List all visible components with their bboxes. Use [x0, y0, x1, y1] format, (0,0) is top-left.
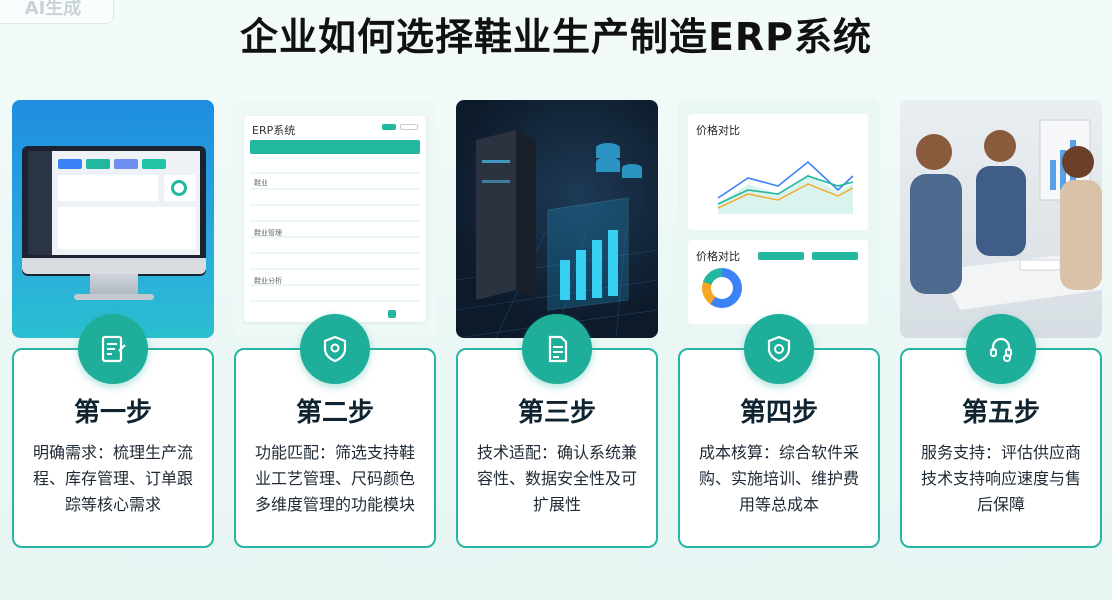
step-title: 第三步	[517, 398, 596, 428]
step-title: 第二步	[295, 398, 374, 428]
side-label-2: 鞋业管理	[254, 229, 282, 237]
charts-illustration: 价格对比 价格对比	[678, 100, 880, 338]
shield-check-icon	[744, 314, 814, 384]
donut-chart	[702, 268, 742, 308]
step-title: 第四步	[739, 398, 818, 428]
side-label-3: 鞋业分析	[254, 277, 282, 285]
document-list-icon	[522, 314, 592, 384]
dashboard-screen	[28, 151, 200, 255]
chart-title: 价格对比	[696, 250, 740, 263]
step-card-3: 第三步 技术适配：确认系统兼容性、数据安全性及可扩展性	[456, 100, 658, 550]
erp-sheet: ERP系统 鞋业 鞋业管理 鞋业分析	[244, 116, 426, 322]
monitor-illustration	[12, 100, 214, 338]
monitor-stand	[90, 274, 138, 296]
step-title: 第五步	[961, 398, 1040, 428]
steps-row: 第一步 明确需求：梳理生产流程、库存管理、订单跟踪等核心需求 ERP系统 鞋业 …	[12, 100, 1102, 550]
erp-sheet-header: ERP系统	[252, 124, 296, 137]
step-card-1: 第一步 明确需求：梳理生产流程、库存管理、订单跟踪等核心需求	[12, 100, 214, 550]
step-description: 服务支持：评估供应商技术支持响应速度与售后保障	[920, 443, 1081, 514]
step-description: 成本核算：综合软件采购、实施培训、维护费用等总成本	[698, 443, 859, 514]
document-edit-icon	[78, 314, 148, 384]
donut-chart-card: 价格对比	[688, 240, 868, 324]
monitor-base	[74, 294, 154, 300]
chart-title: 价格对比	[696, 124, 740, 137]
step-card-2: ERP系统 鞋业 鞋业管理 鞋业分析 第二步 功能匹配：筛选支持鞋业工艺管理、尺…	[234, 100, 436, 550]
meeting-scene	[910, 119, 1102, 310]
page-title: 企业如何选择鞋业生产制造ERP系统	[239, 15, 873, 59]
line-chart	[717, 160, 854, 214]
business-meeting-photo	[900, 100, 1102, 338]
monitor	[22, 146, 206, 276]
support-agent-icon	[966, 314, 1036, 384]
monitor-chin	[22, 258, 206, 274]
step-card-4: 价格对比 价格对比 第四步 成本核算：综合软件采购、实	[678, 100, 880, 550]
ai-generated-watermark: AI生成	[0, 0, 114, 24]
step-description: 功能匹配：筛选支持鞋业工艺管理、尺码颜色多维度管理的功能模块	[254, 443, 415, 514]
line-chart-card: 价格对比	[688, 114, 868, 230]
server-scene	[456, 130, 658, 338]
side-label-1: 鞋业	[254, 179, 268, 187]
erp-table-illustration: ERP系统 鞋业 鞋业管理 鞋业分析	[234, 100, 436, 338]
step-description: 技术适配：确认系统兼容性、数据安全性及可扩展性	[476, 443, 637, 514]
step-card-5: 第五步 服务支持：评估供应商技术支持响应速度与售后保障	[900, 100, 1102, 550]
shield-location-icon	[300, 314, 370, 384]
server-illustration	[456, 100, 658, 338]
step-description: 明确需求：梳理生产流程、库存管理、订单跟踪等核心需求	[32, 443, 193, 514]
step-title: 第一步	[73, 398, 152, 428]
